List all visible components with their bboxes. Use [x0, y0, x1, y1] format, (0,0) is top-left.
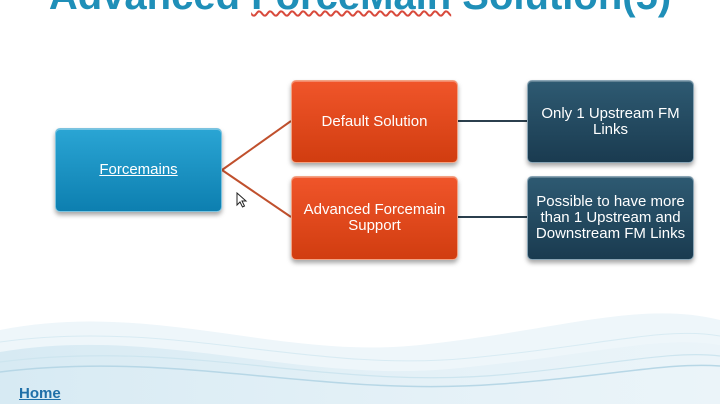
diagram-detail-label-advanced: Possible to have more than 1 Upstream an… — [535, 193, 686, 242]
connector-root-to-advanced — [221, 169, 292, 218]
diagram-detail-node-default: Only 1 Upstream FM Links — [527, 80, 694, 163]
diagram-branch-label-advanced: Advanced Forcemain Support — [303, 201, 446, 234]
home-link[interactable]: Home — [19, 385, 61, 402]
diagram-detail-label-default: Only 1 Upstream FM Links — [541, 104, 680, 138]
diagram-branch-node-default: Default Solution — [291, 80, 458, 163]
slide-title-suffix: Solution(5) — [451, 0, 671, 18]
diagram-branch-label-default: Default Solution — [321, 112, 428, 130]
connector-root-to-default — [221, 120, 292, 171]
slide-title-prefix: Advanced — [49, 0, 251, 18]
mouse-pointer-icon — [236, 191, 248, 208]
slide-title: Advanced ForceMain Solution(5) — [0, 0, 720, 18]
diagram-root-label: Forcemains — [99, 161, 178, 178]
slide-title-keyword: ForceMain — [251, 0, 451, 18]
diagram-detail-node-advanced: Possible to have more than 1 Upstream an… — [527, 176, 694, 260]
diagram-branch-node-advanced: Advanced Forcemain Support — [291, 176, 458, 260]
diagram-root-node: Forcemains — [55, 128, 222, 212]
